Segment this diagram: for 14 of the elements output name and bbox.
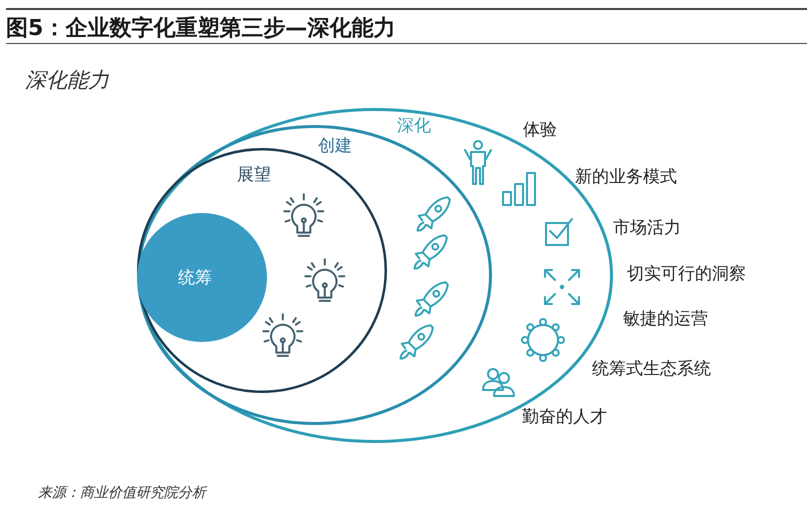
item-label: 切实可行的洞察: [627, 263, 746, 285]
source-note: 来源：商业价值研究院分析: [38, 484, 206, 502]
subheading: 深化能力: [25, 67, 109, 94]
ring-label: 创建: [318, 135, 352, 157]
item-label: 勤奋的人才: [522, 406, 607, 428]
ring-label: 展望: [237, 164, 271, 186]
item-label: 新的业务模式: [575, 166, 677, 188]
item-label: 体验: [523, 119, 557, 141]
item-label: 统筹式生态系统: [592, 358, 711, 380]
ring-label: 统筹: [178, 267, 212, 289]
item-label: 敏捷的运营: [623, 308, 708, 330]
figure-title: 图5：企业数字化重塑第三步—深化能力: [6, 14, 396, 43]
ring-label: 深化: [397, 115, 431, 137]
item-label: 市场活力: [613, 217, 681, 239]
